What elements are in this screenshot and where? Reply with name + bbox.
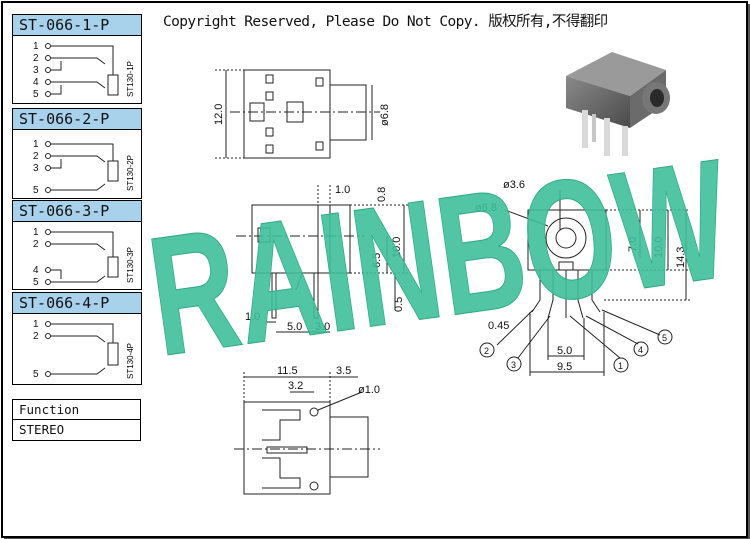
dim-side-bottom-3: 3.0	[315, 321, 330, 333]
part-code: ST130-3P	[126, 247, 135, 283]
function-table: Function STEREO	[12, 399, 141, 441]
variant-st-066-3-p: ST-066-3-P 1 2 4 5 ST130-3P	[12, 200, 142, 290]
variant-st-066-2-p: ST-066-2-P 1 2 3 5 ST130-2P	[12, 108, 142, 199]
dim-side-top-2: 0.8	[376, 187, 388, 202]
pin-label: 2	[33, 53, 39, 64]
top-view	[215, 69, 380, 159]
pin-label: 4	[33, 77, 39, 88]
part-code: ST130-4P	[126, 343, 135, 379]
dim-front-pin: 0.45	[488, 320, 509, 332]
dim-front-width: 9.5	[557, 361, 572, 373]
pin-callout: 1	[618, 361, 623, 371]
schematic-2: 1 2 3 5 ST130-2P	[33, 139, 135, 196]
pin-label: 2	[33, 151, 39, 162]
pin-label: 4	[33, 265, 39, 276]
dim-top-height: 12.0	[213, 104, 225, 125]
pin-label: 5	[33, 369, 39, 380]
schematic-3: 1 2 4 5 ST130-3P	[33, 227, 135, 288]
part-code: ST130-1P	[126, 61, 135, 97]
pin-label: 5	[33, 89, 39, 100]
pin-label: 1	[33, 139, 39, 150]
variant-title: ST-066-4-P	[13, 293, 141, 314]
pin-label: 1	[33, 227, 39, 238]
function-value: STEREO	[19, 422, 65, 437]
dim-front-h-3: 14.3	[675, 247, 687, 268]
dim-side-bottom-2: 5.0	[287, 321, 302, 333]
schematic-4: 1 2 5 ST130-4P	[33, 319, 135, 380]
dim-side-top-1: 1.0	[335, 184, 350, 196]
pin-label: 2	[33, 239, 39, 250]
pin-label: 1	[33, 41, 39, 52]
dim-side-h-1: 6.5	[371, 253, 383, 268]
dim-bottom-hole: ø1.0	[358, 384, 380, 396]
front-view	[479, 190, 690, 376]
schematic-1: 1 2 3 4 5 ST130-1P	[33, 41, 135, 100]
dim-bottom-w-3: 3.2	[288, 380, 303, 392]
variant-st-066-4-p: ST-066-4-P 1 2 5 ST130-4P	[12, 292, 142, 385]
dim-front-h-2: 10.0	[653, 237, 665, 258]
function-header: Function	[13, 400, 140, 420]
pin-callout: 2	[484, 346, 489, 356]
pin-callout: 4	[638, 345, 643, 355]
bottom-view	[234, 372, 380, 495]
variant-st-066-1-p: ST-066-1-P 1 2 3 4 5 ST130-1P	[12, 14, 142, 104]
pin-label: 3	[33, 163, 39, 174]
pin-label: 1	[33, 319, 39, 330]
side-view	[236, 185, 410, 333]
pin-label: 2	[33, 331, 39, 342]
dim-bottom-w-2: 3.5	[336, 365, 351, 377]
dim-front-h-1: 7.0	[627, 237, 639, 252]
variant-title: ST-066-3-P	[13, 201, 141, 222]
part-code: ST130-2P	[126, 155, 135, 191]
pin-callout: 5	[662, 333, 667, 343]
pin-label: 3	[33, 65, 39, 76]
dim-front-hole: ø3.6	[503, 179, 525, 191]
product-photo	[566, 52, 670, 156]
pin-callout: 3	[511, 360, 516, 370]
variant-title: ST-066-1-P	[13, 15, 141, 36]
pin-label: 5	[33, 277, 39, 288]
dim-bottom-w-1: 11.5	[277, 365, 298, 377]
dim-front-pitch: 5.0	[557, 345, 572, 357]
variant-title: ST-066-2-P	[13, 109, 141, 130]
dim-side-h-3: 0.5	[393, 297, 405, 312]
dim-front-barrel: ø6.8	[475, 202, 497, 214]
dim-top-barrel: ø6.8	[379, 104, 391, 126]
dim-side-h-2: 10.0	[391, 237, 403, 258]
copyright-notice: Copyright Reserved, Please Do Not Copy. …	[163, 14, 608, 30]
pin-label: 5	[33, 185, 39, 196]
dim-side-bottom-1: 1.0	[245, 311, 260, 323]
